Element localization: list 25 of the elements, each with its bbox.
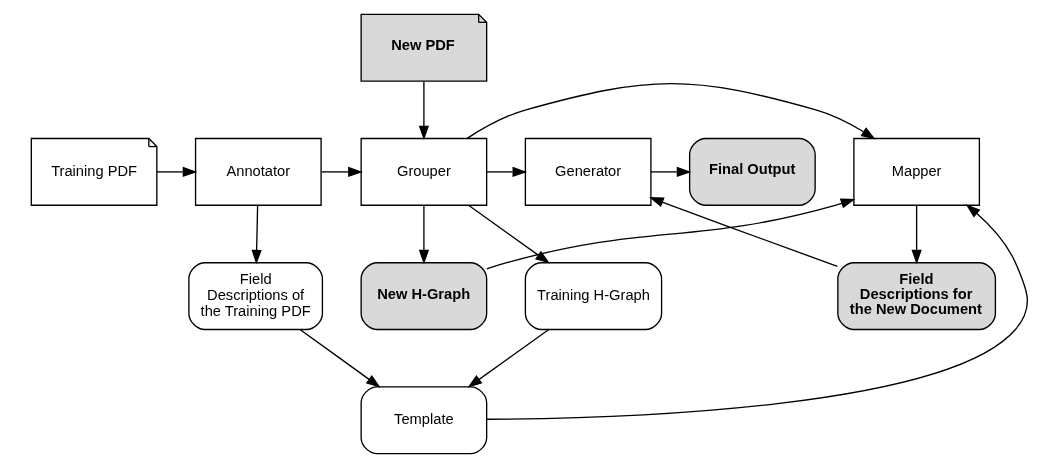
arrow [418,80,430,140]
node-box: New H-Graph [360,261,488,330]
arrow [468,204,550,264]
node-box: Field Descriptions of the Training PDF [188,261,324,330]
arrow [486,166,528,177]
node-box: Grouper [360,137,488,206]
node-box: Training H-Graph [524,261,663,330]
arrow [156,166,198,177]
node-box: Final Output [688,137,816,206]
arrow [467,328,550,388]
node-box: Template [360,385,488,454]
arrow [486,198,856,270]
arrow [650,166,692,177]
node-box: Generator [524,137,652,206]
arrow [486,203,1028,420]
arrow [911,204,922,265]
node-box: Annotator [194,137,322,206]
node-box: Field Descriptions for the New Document [837,261,997,330]
arrow [649,196,839,267]
arrow [321,166,363,177]
arrow [299,328,381,388]
arrow [466,82,876,139]
node-box: Mapper [853,137,981,206]
arrow [251,204,262,265]
arrow [418,204,430,265]
